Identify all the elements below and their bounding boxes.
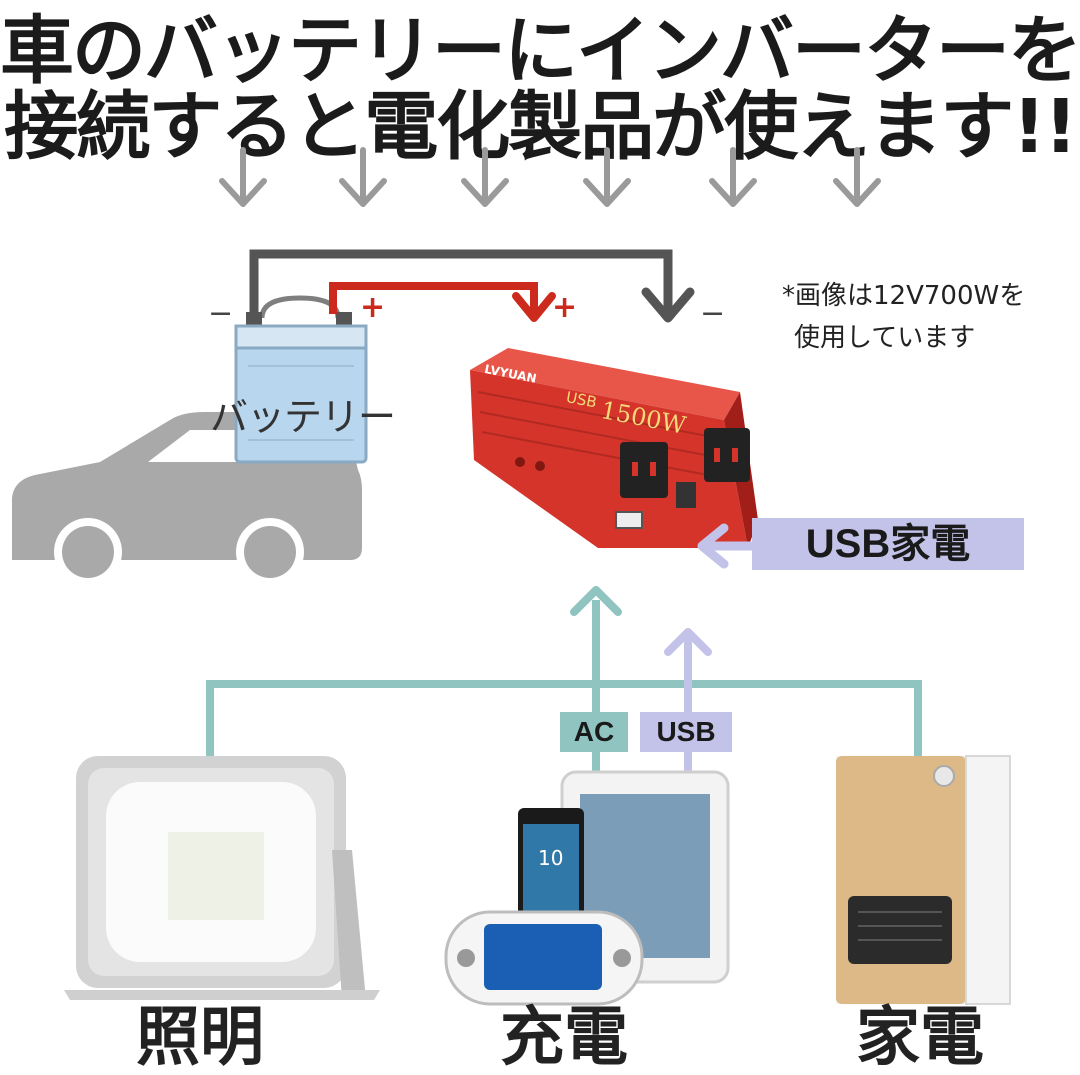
note-line-1: *画像は12V700Wを — [782, 281, 1026, 311]
down-arrow-icon — [461, 147, 509, 207]
up-arrow-icon — [664, 628, 712, 656]
negative-wire — [249, 249, 673, 314]
smartphone-icon — [518, 808, 584, 936]
headline-line-1: 車のバッテリーにインバーターを — [0, 8, 1080, 94]
game-console-icon — [444, 910, 644, 1006]
usb-appliance-box — [752, 518, 1024, 570]
ac-tag-box — [560, 712, 628, 752]
usb-appliance-label: USB家電 — [805, 522, 971, 566]
note-line-2: 使用しています — [794, 323, 976, 353]
battery-minus-label: − — [208, 296, 234, 331]
caption-charging: 充電 — [500, 1001, 628, 1075]
down-arrow-icon — [833, 147, 881, 207]
battery-icon — [234, 295, 368, 464]
ac-label: AC — [573, 716, 615, 747]
wire-arrow-icon — [512, 292, 556, 322]
inverter-icon — [470, 348, 758, 548]
down-arrow-icon — [709, 147, 757, 207]
left-arrow-icon — [697, 523, 729, 569]
battery-label: バッテリー — [210, 395, 396, 439]
inverter-minus-label: − — [700, 296, 726, 331]
down-arrow-icon — [583, 147, 631, 207]
inverter-plus-label: + — [552, 290, 578, 325]
down-arrow-icon — [339, 147, 387, 207]
battery-plus-label: + — [360, 290, 386, 325]
heater-icon — [836, 755, 1011, 1005]
floodlight-icon — [64, 756, 380, 1000]
usb-label: USB — [656, 716, 716, 747]
phone-clock: 10 — [538, 846, 564, 870]
caption-appliance: 家電 — [856, 1001, 984, 1075]
positive-wire — [329, 282, 538, 314]
down-arrow-icon — [219, 147, 267, 207]
wire-arrow-icon — [641, 287, 695, 323]
up-arrow-icon — [570, 586, 622, 616]
usb-tag-box — [640, 712, 732, 752]
headline-line-2: 接続すると電化製品が使えます!! — [4, 84, 1078, 170]
caption-lighting: 照明 — [136, 1001, 264, 1075]
